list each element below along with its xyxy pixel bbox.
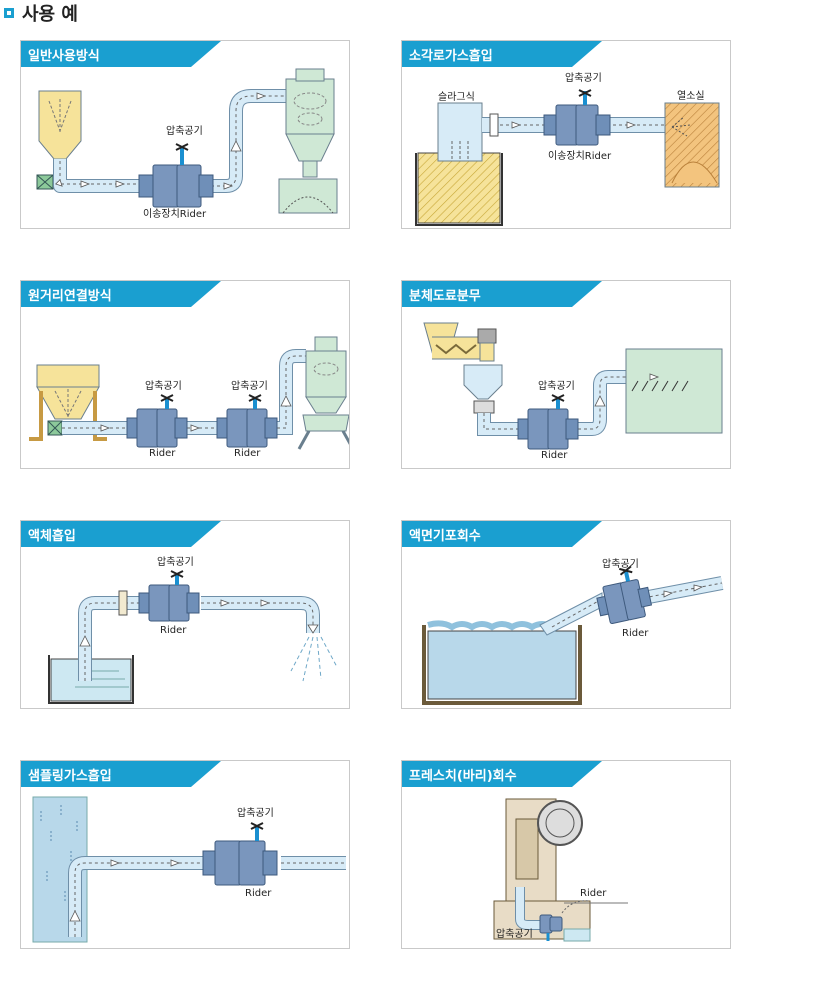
page-header: 사용 예 [0, 0, 78, 26]
panel-title: 원거리연결방식 [28, 289, 112, 304]
page-title: 사용 예 [22, 4, 78, 25]
panel-long-distance: 원거리연결방식 압축공기 압축공기 Rider Rider [20, 280, 350, 469]
panel-powder-coating: 분체도료분무 압축공기 Rider [401, 280, 731, 469]
rider-1 [126, 394, 188, 448]
panel-liquid-suction: 액체흡입 압축공기 Rider [20, 520, 350, 709]
panel-title: 분체도료분무 [409, 289, 481, 304]
rider-2 [216, 394, 278, 448]
panel-title: 프레스치(바리)회수 [409, 769, 517, 784]
panel-title: 액체흡입 [28, 529, 76, 544]
panel-title: 액면기포회수 [409, 529, 481, 544]
panel-title: 소각로가스흡입 [409, 49, 493, 64]
panel-general-use: 일반사용방식 압축공기 이송장치Rider [20, 40, 350, 229]
panel-incinerator-gas: 소각로가스흡입 슬라그식 압축공기 열소실 이송장치Rider [401, 40, 731, 229]
square-bullet-icon [4, 8, 14, 18]
panel-sampling-gas: 샘플링가스흡입 압축공기 Rider [20, 760, 350, 949]
panel-press-scrap-recovery: 프레스치(바리)회수 Rider 압축공기 [401, 760, 731, 949]
panel-foam-recovery: 액면기포회수 압축공기 Rider [401, 520, 731, 709]
panel-title: 샘플링가스흡입 [28, 769, 112, 784]
diagram-general-use [36, 68, 338, 214]
panel-title: 일반사용방식 [28, 49, 100, 64]
